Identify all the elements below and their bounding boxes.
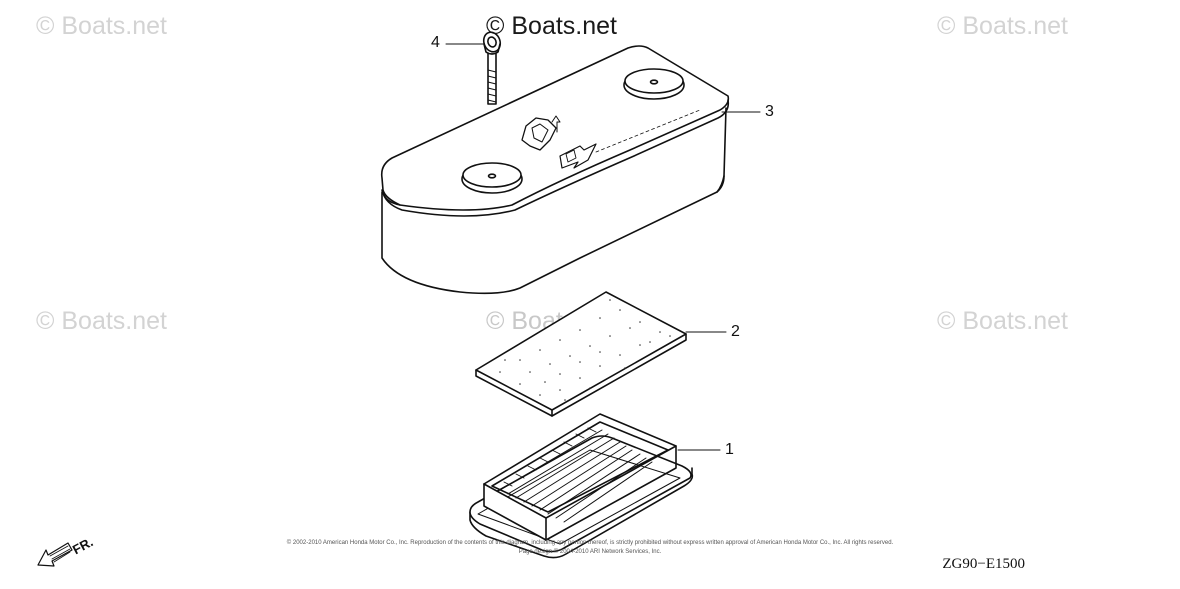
foam-filter-icon[interactable] — [475, 291, 687, 417]
watermark-mid-left: © Boats.net — [36, 307, 167, 335]
watermark-top-right: © Boats.net — [937, 12, 1068, 40]
callout-1[interactable]: 1 — [725, 441, 734, 458]
callout-2[interactable]: 2 — [731, 323, 740, 340]
watermark-top-center: © Boats.net — [486, 12, 617, 40]
copyright-line-2: Page design © 2004-2010 ARI Network Serv… — [518, 549, 662, 555]
watermark-top-left: © Boats.net — [36, 12, 167, 40]
wing-bolt-icon[interactable] — [481, 30, 503, 105]
air-cleaner-cover-icon[interactable] — [380, 45, 730, 295]
diagram-code: ZG90−E1500 — [942, 556, 1025, 572]
watermark-mid-right: © Boats.net — [937, 307, 1068, 335]
callout-4[interactable]: 4 — [431, 34, 440, 51]
paper-element-icon[interactable] — [469, 413, 694, 559]
foam-filter-texture — [499, 299, 671, 401]
copyright-line-1: © 2002-2010 American Honda Motor Co., In… — [286, 540, 894, 546]
front-arrow-icon — [37, 542, 73, 567]
callout-3[interactable]: 3 — [765, 103, 774, 120]
